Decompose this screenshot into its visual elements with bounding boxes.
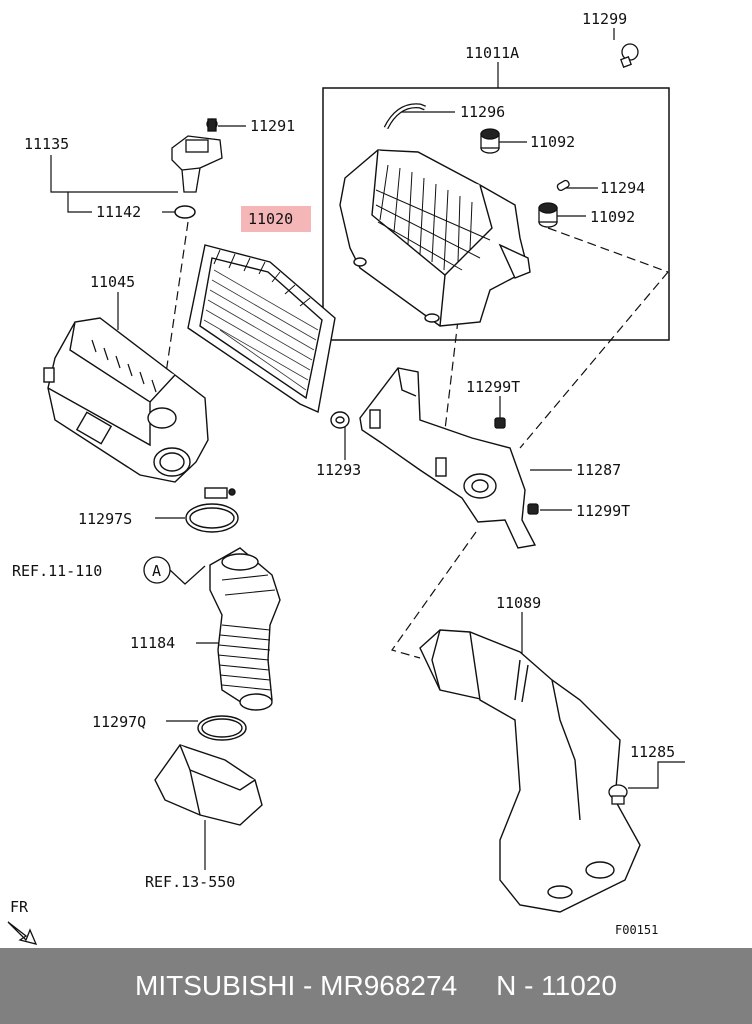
- footer-bar: MITSUBISHI - MR968274 N - 11020: [0, 948, 752, 1024]
- label-11299T-a[interactable]: 11299T: [466, 378, 520, 396]
- label-11296[interactable]: 11296: [460, 103, 505, 121]
- label-11297S[interactable]: 11297S: [78, 510, 132, 528]
- label-11092-a[interactable]: 11092: [530, 133, 575, 151]
- clamp-11297S: [185, 487, 239, 533]
- bolt-11299T-b: [527, 503, 539, 515]
- label-11299[interactable]: 11299: [582, 10, 627, 28]
- label-11135[interactable]: 11135: [24, 135, 69, 153]
- filter-element-11020: [187, 244, 336, 414]
- airflow-sensor-11135: [171, 135, 223, 193]
- label-11291[interactable]: 11291: [250, 117, 295, 135]
- label-11294[interactable]: 11294: [600, 179, 645, 197]
- label-11297Q[interactable]: 11297Q: [92, 713, 146, 731]
- label-11299T-b[interactable]: 11299T: [576, 502, 630, 520]
- screw-11291: [206, 118, 218, 132]
- upper-case-frame: [322, 87, 670, 341]
- bracket-11287: [359, 367, 537, 549]
- footer-node: N - 11020: [496, 970, 617, 1001]
- figure-code: F00151: [615, 923, 658, 937]
- label-11287[interactable]: 11287: [576, 461, 621, 479]
- footer-sep: -: [295, 970, 321, 1001]
- diagram-canvas: 11299 11011A 11296 11092 11294 11092 112…: [7, 10, 685, 945]
- label-11089[interactable]: 11089: [496, 594, 541, 612]
- bolt-11299T-a: [494, 417, 506, 429]
- label-11142[interactable]: 11142: [96, 203, 141, 221]
- clamp-11297Q: [197, 715, 247, 741]
- duct-ref-13-550: [154, 744, 263, 826]
- hose-11184: [209, 547, 281, 711]
- label-ref-11-110[interactable]: REF.11-110: [12, 562, 102, 580]
- lower-case-11045: [43, 317, 209, 483]
- clip-11294: [556, 179, 570, 192]
- label-11184[interactable]: 11184: [130, 634, 175, 652]
- oring-11142: [174, 205, 196, 219]
- footer-part-number: MR968274: [320, 970, 458, 1001]
- upper-case-11011A: [339, 149, 531, 327]
- intake-duct-11089: [419, 629, 641, 913]
- label-11092-b[interactable]: 11092: [590, 208, 635, 226]
- ref-circle-a: [143, 556, 171, 584]
- label-11285[interactable]: 11285: [630, 743, 675, 761]
- grommet-11092-b: [538, 202, 558, 228]
- front-arrow-icon: [7, 921, 38, 945]
- label-11293[interactable]: 11293: [316, 461, 361, 479]
- footer-brand: MITSUBISHI: [135, 970, 296, 1001]
- label-11011A[interactable]: 11011A: [465, 44, 519, 62]
- label-11020[interactable]: 11020: [248, 210, 293, 228]
- footer-gap: [457, 970, 496, 1002]
- part-highlight: [241, 206, 311, 232]
- bolt-11285: [608, 784, 628, 805]
- nut-11293: [330, 411, 350, 429]
- grommet-11092-a: [480, 128, 500, 154]
- label-11045[interactable]: 11045: [90, 273, 135, 291]
- label-circle-a: A: [152, 562, 161, 580]
- label-fr: FR: [10, 898, 29, 916]
- label-ref-13-550[interactable]: REF.13-550: [145, 873, 235, 891]
- bolt-11299: [620, 43, 639, 68]
